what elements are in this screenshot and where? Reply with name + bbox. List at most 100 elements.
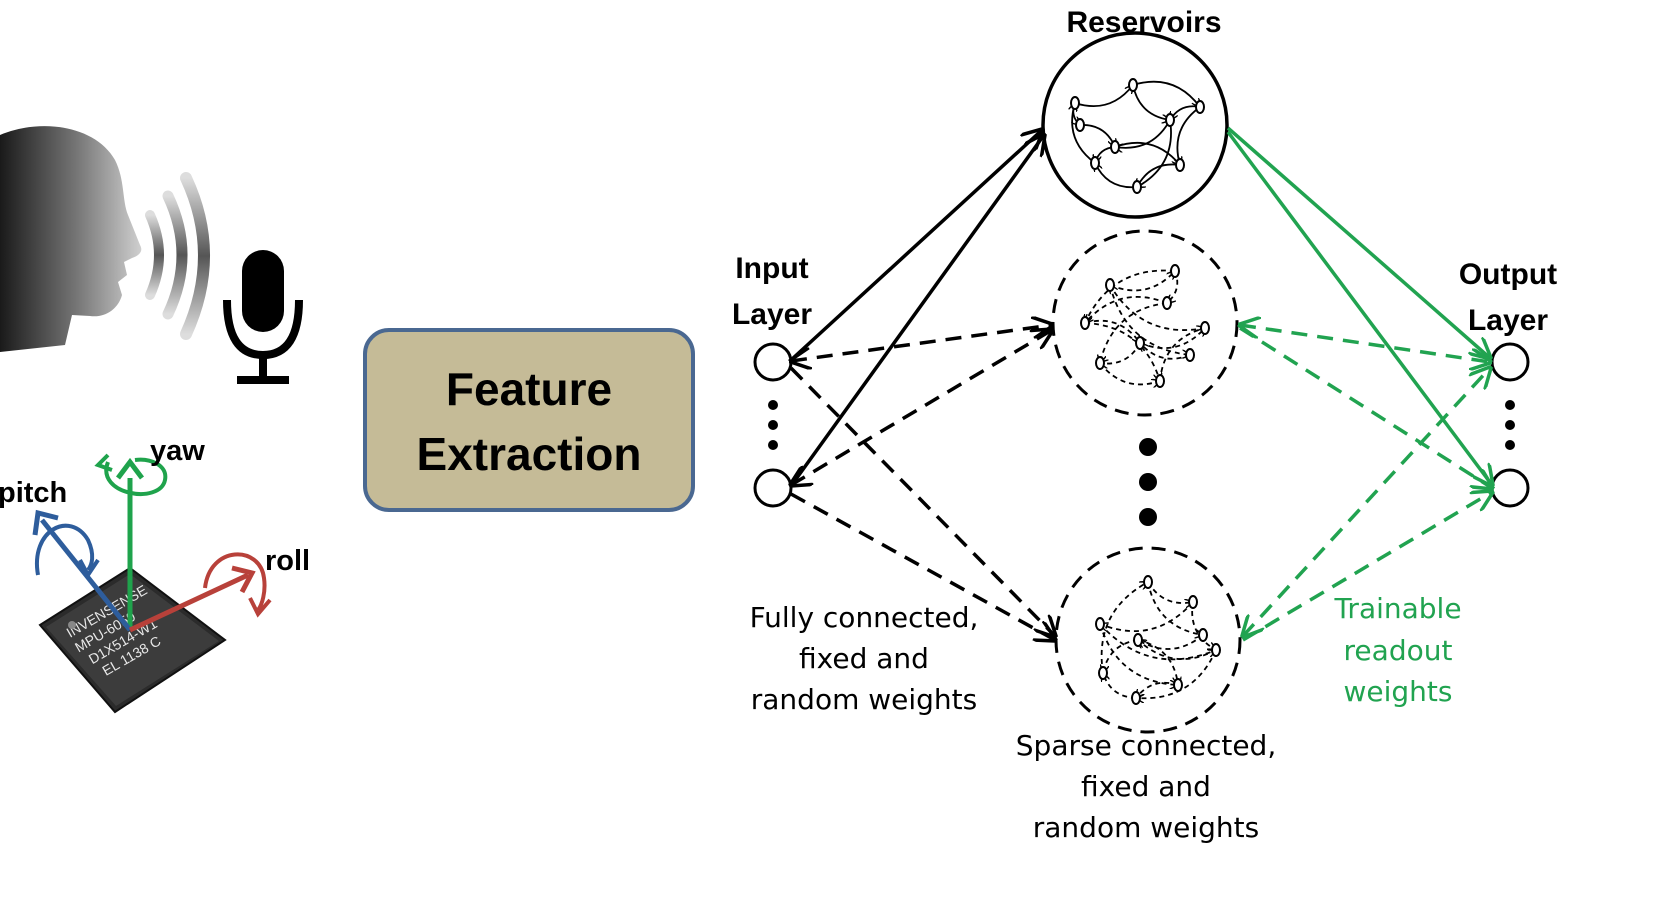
reservoir-neuron (1170, 264, 1180, 278)
input-ellipsis-dot (768, 400, 778, 410)
readout-arrow-dashed (1242, 492, 1492, 642)
reservoir-neuron (1133, 633, 1143, 647)
input-arrow-dashed (789, 366, 1055, 636)
feature-box-line-2: Extraction (417, 428, 642, 480)
reservoir-internal-connections (1070, 78, 1221, 705)
reservoir-neuron (1080, 316, 1090, 330)
reservoir-neuron (1162, 296, 1172, 310)
feature-box-line-1: Feature (446, 363, 612, 415)
input-arrow-solid (789, 135, 1044, 488)
pitch-label: pitch (0, 477, 67, 509)
readout-weights-caption: Trainable readout weights (1333, 592, 1461, 708)
reservoir-neuron (1070, 96, 1080, 110)
reservoir-neuron (1195, 100, 1205, 114)
input-caption-line-3: random weights (751, 683, 978, 716)
ellipsis-dot (1139, 508, 1157, 526)
reservoir-link (1074, 85, 1133, 107)
readout-arrow-dashed (1243, 368, 1490, 636)
input-node-top (753, 342, 793, 382)
reservoir-neuron (1095, 356, 1105, 370)
reservoir-link (1099, 623, 1178, 685)
output-ellipsis-dot (1505, 440, 1515, 450)
input-weights-caption: Fully connected, fixed and random weight… (750, 601, 979, 716)
reservoir-link (1159, 328, 1205, 382)
feature-extraction-box: Feature Extraction (363, 328, 695, 512)
reservoir-neuron (1185, 348, 1195, 362)
input-layer-label-1: Input (735, 252, 808, 285)
reservoir-neuron (1110, 140, 1120, 154)
input-layer-label-2: Layer (732, 298, 812, 331)
output-node-bottom (1490, 468, 1530, 508)
reservoir-neuron (1105, 278, 1115, 292)
readout-arrow-solid (1226, 130, 1492, 485)
reservoir-link (1132, 80, 1200, 107)
input-node-bottom (753, 468, 793, 508)
reservoir-link (1099, 623, 1216, 661)
reservoir-neuron (1128, 78, 1138, 92)
input-connections (791, 130, 1055, 640)
reservoir-link (1137, 119, 1172, 187)
reservoir-link (1100, 601, 1194, 632)
readout-connections (1226, 126, 1492, 642)
reservoir-caption-line-2: fixed and (1081, 770, 1211, 803)
reservoir-link (1110, 285, 1206, 331)
input-caption-line-2: fixed and (799, 642, 929, 675)
readout-arrow-solid (1226, 126, 1490, 358)
readout-arrow-dashed (1240, 325, 1490, 362)
output-ellipsis-dot (1505, 400, 1515, 410)
roll-axis-icon (128, 552, 272, 633)
reservoir-link (1084, 319, 1140, 343)
reservoir-link (1109, 271, 1175, 292)
output-ellipsis-dot (1505, 420, 1515, 430)
reservoir-neuron (1188, 595, 1198, 609)
reservoir-neuron (1175, 158, 1185, 172)
reservoir-weights-caption: Sparse connected, fixed and random weigh… (1016, 729, 1276, 844)
reservoir-neuron (1155, 374, 1165, 388)
reservoir-neuron (1090, 156, 1100, 170)
yaw-axis-icon (94, 453, 168, 630)
ellipsis-dot (1139, 473, 1157, 491)
reservoir-link (1109, 284, 1190, 355)
reservoir-link (1085, 269, 1176, 323)
reservoir-neuron (1098, 666, 1108, 680)
readout-arrow-dashed (1239, 326, 1492, 488)
reservoir-link (1147, 581, 1203, 635)
output-layer-label-1: Output (1459, 258, 1557, 291)
input-ellipsis-dot (768, 420, 778, 430)
reservoir-neuron (1135, 336, 1145, 350)
speaking-head-icon (0, 126, 142, 353)
input-ellipsis-dot (768, 440, 778, 450)
reservoir-neuron (1143, 575, 1153, 589)
reservoir-neuron (1131, 691, 1141, 705)
reservoir-caption-line-3: random weights (1033, 811, 1260, 844)
microphone-icon (223, 250, 303, 384)
roll-label: roll (265, 545, 310, 577)
ellipsis-dot (1139, 438, 1157, 456)
reservoir-neuron (1165, 113, 1175, 127)
reservoir-link (1085, 296, 1168, 323)
pitch-axis-icon (32, 509, 132, 632)
input-caption-line-1: Fully connected, (750, 601, 979, 634)
reservoir-caption-line-1: Sparse connected, (1016, 729, 1276, 762)
reservoir-neuron (1132, 180, 1142, 194)
reservoir-neuron (1211, 643, 1221, 657)
reservoir-neuron (1198, 628, 1208, 642)
reservoir-link (1100, 302, 1168, 363)
reservoir-link (1138, 634, 1204, 650)
sound-waves-icon (145, 172, 210, 340)
reservoir-neuron (1173, 678, 1183, 692)
readout-caption-line-3: weights (1344, 675, 1453, 708)
reservoir-link (1084, 322, 1160, 381)
output-node-top (1490, 342, 1530, 382)
reservoir-neuron (1095, 617, 1105, 631)
reservoir-link (1100, 582, 1148, 674)
reservoir-neuron (1075, 118, 1085, 132)
reservoir-neuron (1200, 321, 1210, 335)
yaw-label: yaw (150, 435, 205, 467)
readout-caption-line-2: readout (1344, 634, 1453, 667)
readout-caption-line-1: Trainable (1333, 592, 1461, 625)
input-arrow-dashed (791, 325, 1052, 361)
input-arrow-solid (789, 130, 1042, 362)
